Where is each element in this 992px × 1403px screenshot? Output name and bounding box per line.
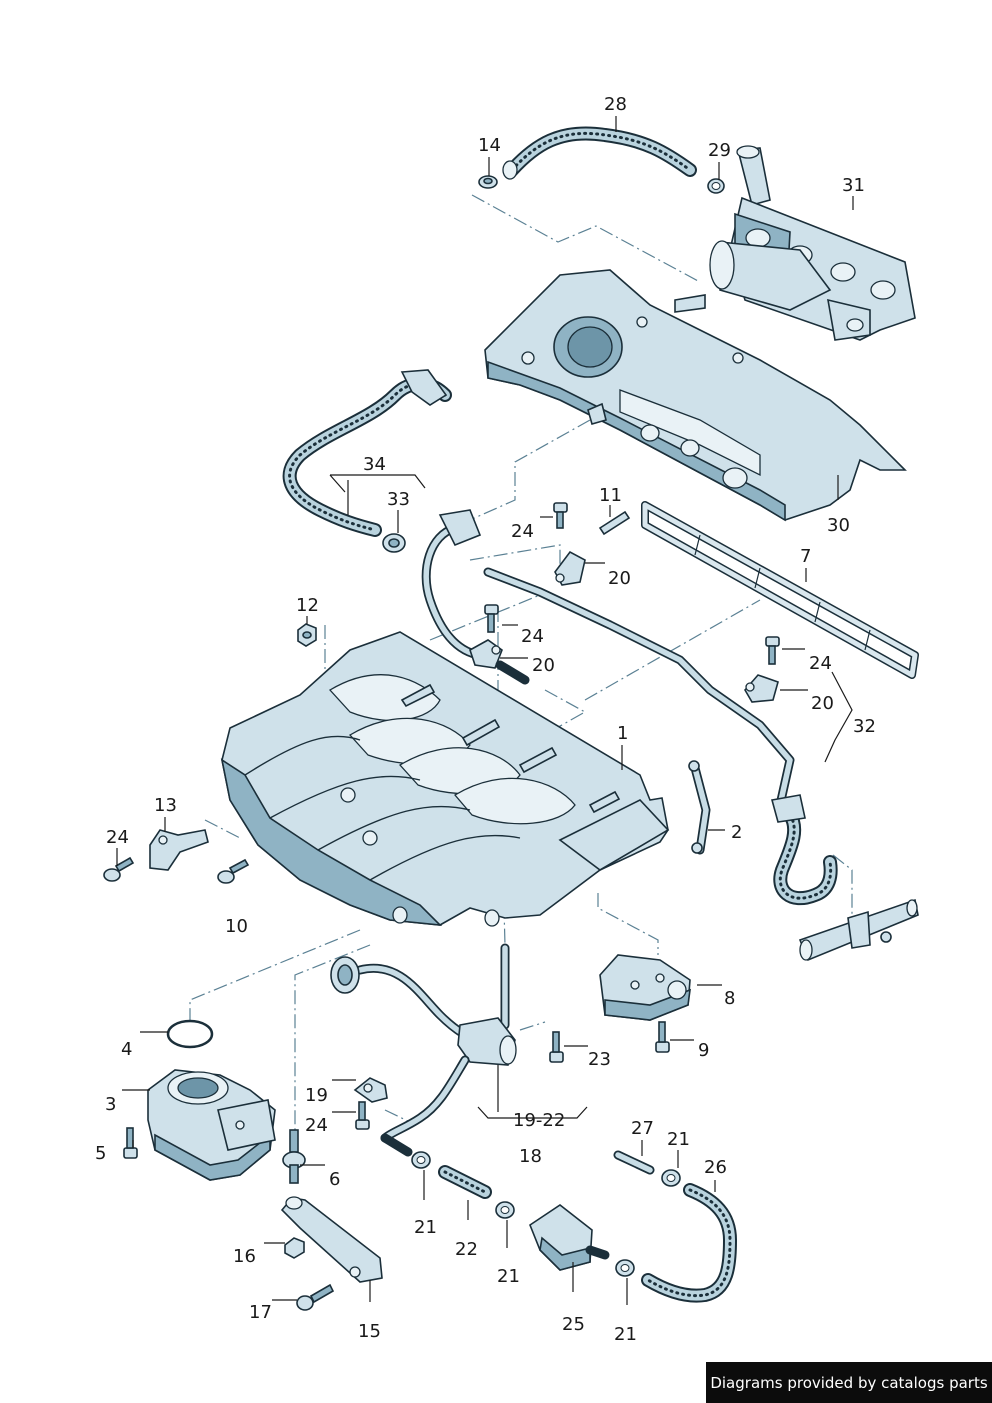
nut-12 — [297, 623, 317, 647]
callout-12: 12 — [296, 595, 319, 616]
callout-4: 4 — [121, 1039, 133, 1060]
callout-22: 22 — [455, 1239, 478, 1260]
clip-14 — [478, 175, 498, 189]
callout-32: 32 — [853, 716, 876, 737]
clamp-21-b — [495, 1201, 515, 1219]
intake-manifold-1 — [220, 631, 670, 927]
callout-21-left: 21 — [414, 1217, 437, 1238]
screw-24-sensor — [103, 856, 135, 882]
callout-11: 11 — [599, 485, 622, 506]
bracket-20-middle — [469, 639, 530, 685]
screw-23 — [549, 1031, 564, 1063]
callout-28: 28 — [604, 94, 627, 115]
hose-34 — [282, 369, 452, 537]
callout-13: 13 — [154, 795, 177, 816]
screw-9 — [655, 1021, 670, 1053]
callout-3: 3 — [105, 1094, 117, 1115]
callout-21-bottom: 21 — [614, 1324, 637, 1345]
callout-20-right: 20 — [811, 693, 834, 714]
screw-17 — [296, 1283, 335, 1311]
callout-21-top: 21 — [667, 1129, 690, 1150]
screw-24-middle — [484, 604, 499, 633]
exhaust-manifold-31 — [709, 145, 916, 341]
callout-24-right: 24 — [809, 653, 832, 674]
breather-hose-28 — [502, 126, 697, 180]
callout-31: 31 — [842, 175, 865, 196]
clamp-21-a — [411, 1151, 431, 1169]
actuator-8 — [599, 954, 691, 1021]
screw-10 — [217, 858, 250, 884]
callout-19-22: 19-22 — [513, 1110, 566, 1131]
clamp-21-d — [661, 1169, 681, 1187]
callout-8: 8 — [724, 988, 736, 1009]
callout-16: 16 — [233, 1246, 256, 1267]
callout-29: 29 — [708, 140, 731, 161]
callout-27: 27 — [631, 1118, 654, 1139]
leader-lines — [116, 116, 854, 1305]
o-ring-4 — [166, 1019, 214, 1049]
hose-26 — [641, 1183, 737, 1303]
stud-6 — [282, 1129, 306, 1184]
callout-23: 23 — [588, 1049, 611, 1070]
throttle-body-3 — [147, 1069, 276, 1181]
callout-1: 1 — [617, 723, 629, 744]
callout-14: 14 — [478, 135, 501, 156]
screw-24-upper — [553, 502, 568, 529]
screw-24-right — [765, 636, 780, 665]
callout-5: 5 — [95, 1143, 107, 1164]
callout-25: 25 — [562, 1314, 585, 1335]
tube-27 — [613, 1150, 655, 1175]
callout-2: 2 — [731, 822, 743, 843]
bracket-19 — [353, 1077, 388, 1103]
stud-11 — [598, 510, 631, 536]
bracket-20-right — [744, 674, 779, 703]
valve-25 — [529, 1204, 610, 1271]
callout-7: 7 — [800, 546, 812, 567]
hose-22 — [438, 1165, 492, 1199]
callout-33: 33 — [387, 489, 410, 510]
nut-16 — [284, 1237, 305, 1259]
callout-15: 15 — [358, 1321, 381, 1342]
o-ring-29 — [707, 178, 725, 194]
callout-24-lower: 24 — [305, 1115, 328, 1136]
callout-10: 10 — [225, 916, 248, 937]
callout-34: 34 — [363, 454, 386, 475]
callout-17: 17 — [249, 1302, 272, 1323]
callout-30: 30 — [827, 515, 850, 536]
bracket-20-upper — [554, 550, 586, 586]
callout-20-upper: 20 — [608, 568, 631, 589]
sensor-13 — [149, 829, 209, 871]
clamp-21-c — [615, 1259, 635, 1277]
callout-24-sensor: 24 — [106, 827, 129, 848]
callout-19: 19 — [305, 1085, 328, 1106]
gasket-7 — [641, 501, 919, 679]
vent-line-32 — [421, 509, 919, 962]
callout-26: 26 — [704, 1157, 727, 1178]
callout-18: 18 — [519, 1146, 542, 1167]
callout-21-mid: 21 — [497, 1266, 520, 1287]
callout-6: 6 — [329, 1169, 341, 1190]
bracket-arm-15 — [280, 1196, 383, 1283]
vent-assembly-18 — [330, 943, 517, 1157]
callout-24-middle: 24 — [521, 626, 544, 647]
callout-24-upper: 24 — [511, 521, 534, 542]
clip-33 — [382, 533, 406, 553]
attribution-banner: Diagrams provided by catalogs parts — [706, 1362, 992, 1403]
callout-9: 9 — [698, 1040, 710, 1061]
screw-24-lower — [355, 1101, 370, 1130]
screw-5 — [123, 1127, 138, 1159]
callout-20-middle: 20 — [532, 655, 555, 676]
valve-cover-30 — [484, 269, 907, 522]
link-rod-2 — [688, 760, 711, 855]
